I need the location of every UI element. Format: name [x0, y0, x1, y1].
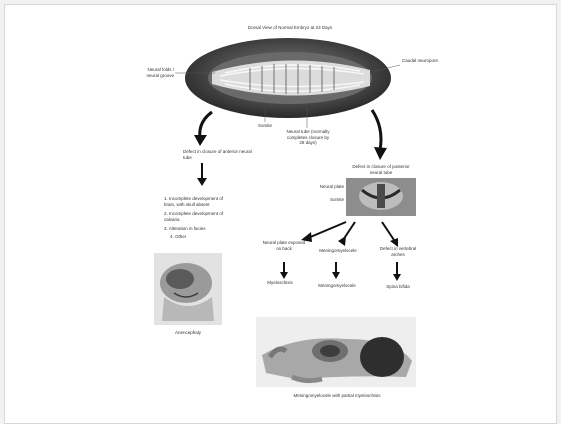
branch-1-label: Neural plate exposed on back	[262, 240, 306, 251]
outcome-1-label: Myeloschisis	[258, 280, 302, 286]
meningomyelocele-caption: Meningomyelocele with partial myeloschis…	[262, 393, 412, 399]
right-embryo-label: Caudal neuropore	[402, 58, 440, 64]
branch-3-label: Defect in vertebral arches	[376, 246, 420, 257]
anencephaly-photo	[154, 253, 222, 325]
somite-section-label: Somite	[308, 197, 344, 203]
meningomyelocele-photo	[256, 317, 416, 387]
branch-2-label: Meningomyelocele	[316, 248, 360, 254]
somite-label: Somite	[245, 123, 285, 129]
posterior-defect-label: Defect in closure of posterior neural tu…	[352, 164, 410, 175]
outcome-2-label: Meningomyelocele	[310, 283, 364, 289]
anencephaly-caption: Anencephaly	[160, 330, 216, 336]
spinal-cross-section	[346, 178, 416, 216]
anencephaly-list-3: 3. Alteration in facies	[164, 226, 224, 232]
anencephaly-list-4: 4. Other	[170, 234, 220, 240]
embryo-illustration	[185, 38, 391, 118]
figure-title: Dorsal View of Normal Embryo at 23 Days	[210, 25, 370, 31]
anencephaly-list-2: 2. Incomplete development of calvaria	[164, 211, 224, 222]
anterior-defect-label: Defect in closure of anterior neural tub…	[183, 149, 253, 160]
neural-plate-label: Neural plate	[308, 184, 344, 190]
neural-tube-label: Neural tube (normally completes closure …	[286, 129, 330, 146]
left-embryo-label: Neural folds / neural groove	[134, 67, 174, 78]
anencephaly-list-1: 1. Incomplete development of brain, with…	[164, 196, 224, 207]
outcome-3-label: Spina bifida	[378, 284, 418, 290]
